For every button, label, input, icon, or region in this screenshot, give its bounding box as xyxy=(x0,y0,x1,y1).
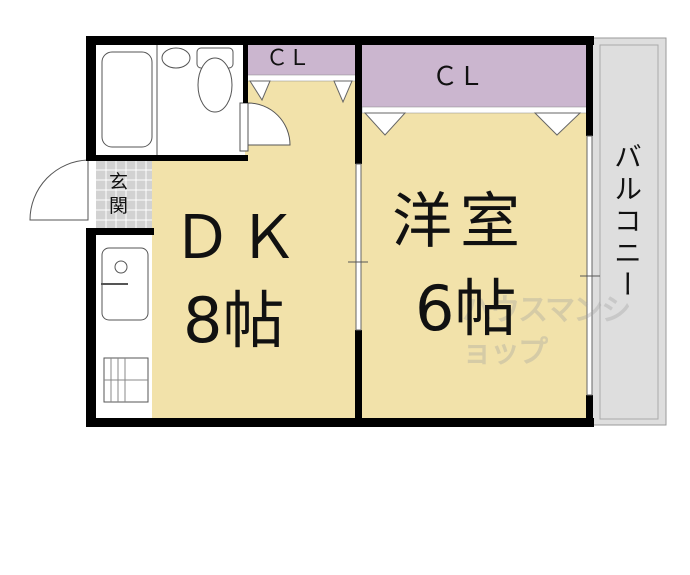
closet-right xyxy=(362,45,588,107)
western-room-size: 6帖 xyxy=(415,272,517,345)
closet-door-icon xyxy=(333,80,353,104)
sink-icon xyxy=(161,47,191,69)
toilet-icon xyxy=(197,57,233,113)
closet-door-icon xyxy=(249,80,271,102)
dk-room-name: ＤＫ xyxy=(172,203,304,273)
entrance-label: 玄関 xyxy=(109,171,129,217)
balcony-label: バルコニー xyxy=(610,142,643,302)
watermark: ハウスマンショップ xyxy=(462,293,631,370)
closet-door-icon xyxy=(533,112,582,136)
closet-door-icon xyxy=(363,112,407,136)
closet-left-label: ＣＬ xyxy=(266,46,311,71)
bathtub-icon xyxy=(101,51,153,148)
closet-right-label: ＣＬ xyxy=(432,62,485,92)
entrance-door-icon xyxy=(29,159,89,221)
entrance-tile xyxy=(96,160,152,228)
closet-left xyxy=(245,45,357,75)
balcony-area xyxy=(591,37,667,426)
dk-room-size: 8帖 xyxy=(183,284,285,357)
door-swing-icon xyxy=(247,102,291,146)
western-room-name: 洋室 xyxy=(392,187,528,257)
